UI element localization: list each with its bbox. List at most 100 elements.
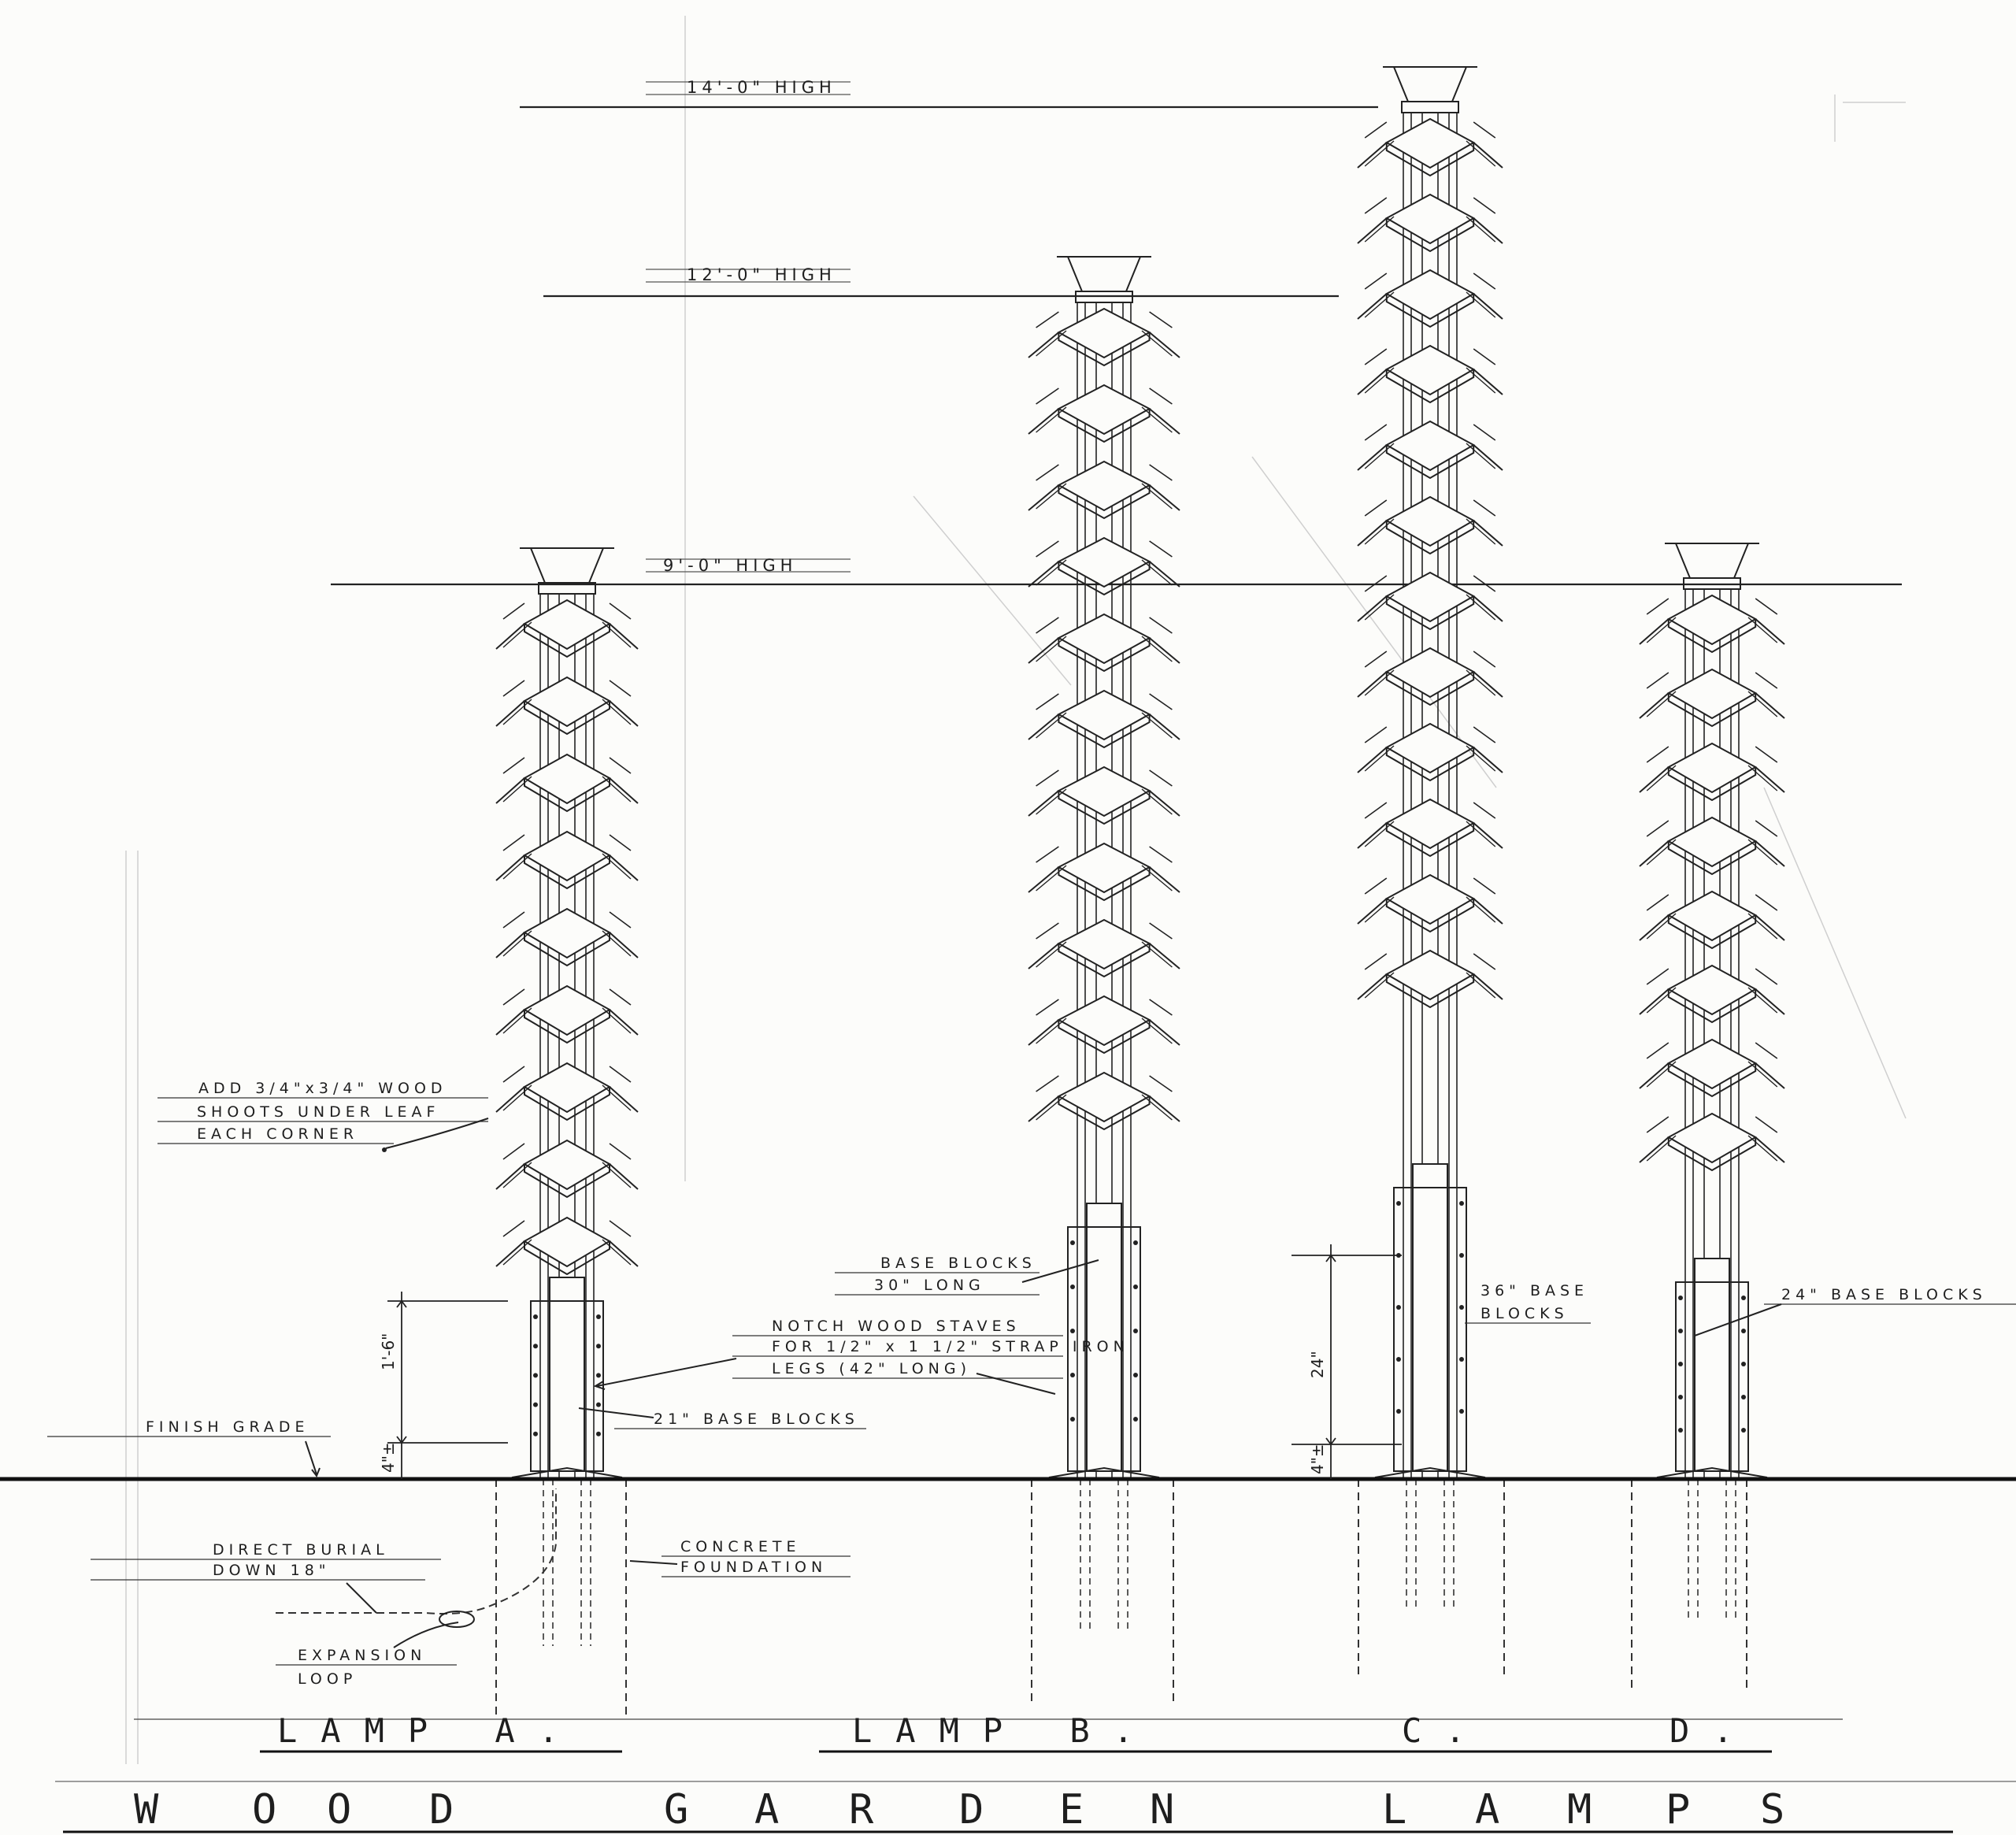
- note-notch-wood-staves: NOTCH WOOD STAVES FOR 1/2" x 1 1/2" STRA…: [593, 1318, 1129, 1395]
- lamp-leaf: [1028, 842, 1180, 902]
- svg-text:L: L: [1382, 1786, 1406, 1833]
- svg-text:R: R: [849, 1786, 874, 1833]
- lamp-leaf: [1028, 307, 1180, 367]
- lamp-base-block: [1374, 1163, 1486, 1478]
- lamp-leaf: [1028, 1071, 1180, 1131]
- lamp-leaf: [495, 753, 639, 813]
- lamp-b-elevation: [1028, 256, 1180, 1701]
- height-label-14ft: 14'-0" HIGH: [687, 78, 836, 97]
- svg-text:P: P: [1666, 1786, 1690, 1833]
- lamp-leaf: [495, 907, 639, 967]
- lamp-leaf: [1028, 995, 1180, 1055]
- lamp-leaf: [1357, 269, 1503, 328]
- svg-text:21" BASE BLOCKS: 21" BASE BLOCKS: [654, 1411, 859, 1428]
- dimension-lamp-a: [387, 1292, 508, 1479]
- lamp-concrete-foundation: [1031, 1479, 1174, 1701]
- svg-text:D: D: [959, 1786, 984, 1833]
- svg-text:LEGS (42" LONG): LEGS (42" LONG): [772, 1360, 971, 1377]
- lamp-concrete-foundation: [1631, 1479, 1747, 1693]
- svg-text:W: W: [134, 1786, 159, 1833]
- sheet-title: W O O D G A R D E N L A M P S: [55, 1781, 2016, 1833]
- lamp-leaf: [1639, 742, 1785, 802]
- lamp-leaf: [1357, 420, 1503, 480]
- lamp-leaf: [1357, 495, 1503, 555]
- lamp-base-block: [1656, 1258, 1768, 1478]
- lamp-leaf: [1357, 873, 1503, 933]
- lamp-cap: [520, 547, 614, 595]
- lamp-titles: LAMP A. LAMP B. C. D.: [134, 1711, 1843, 1753]
- lamp-leaf: [1639, 594, 1785, 654]
- lamp-base-block: [1048, 1203, 1160, 1478]
- svg-text:DIRECT BURIAL: DIRECT BURIAL: [213, 1541, 389, 1559]
- lamp-leaf: [1357, 949, 1503, 1009]
- lamp-leaf: [495, 599, 639, 658]
- svg-text:N: N: [1150, 1786, 1174, 1833]
- lamp-leaf: [1357, 722, 1503, 782]
- lamp-concrete-foundation: [1358, 1479, 1505, 1677]
- lamp-leaf: [1639, 890, 1785, 950]
- svg-text:LOOP: LOOP: [298, 1670, 357, 1688]
- lamp-c-title: C.: [1402, 1711, 1489, 1750]
- svg-text:O: O: [327, 1786, 351, 1833]
- svg-text:DOWN 18": DOWN 18": [213, 1562, 331, 1579]
- height-label-9ft: 9'-0" HIGH: [663, 556, 797, 575]
- lamp-leaf: [1028, 536, 1180, 596]
- lamp-leaf: [1028, 766, 1180, 825]
- lamp-leaf: [1357, 344, 1503, 404]
- lamp-leaf: [1028, 689, 1180, 749]
- construction-lines: [125, 16, 1907, 1764]
- lamp-leaf: [1639, 964, 1785, 1024]
- svg-text:SHOOTS UNDER LEAF: SHOOTS UNDER LEAF: [197, 1103, 439, 1121]
- lamp-leaf: [1357, 117, 1503, 177]
- svg-text:FOR 1/2" x 1 1/2" STRAP IRON: FOR 1/2" x 1 1/2" STRAP IRON: [772, 1338, 1129, 1355]
- lamp-d-elevation: [1631, 543, 1785, 1693]
- svg-text:BLOCKS: BLOCKS: [1480, 1305, 1569, 1322]
- svg-text:NOTCH WOOD STAVES: NOTCH WOOD STAVES: [772, 1318, 1021, 1335]
- svg-text:24" BASE BLOCKS: 24" BASE BLOCKS: [1781, 1286, 1987, 1303]
- lamp-leaf: [1357, 798, 1503, 858]
- lamp-leaf: [495, 984, 639, 1044]
- lamp-leaf: [1639, 1112, 1785, 1172]
- svg-text:S: S: [1760, 1786, 1784, 1833]
- svg-text:A: A: [1475, 1786, 1499, 1833]
- lamp-leaf: [495, 1062, 639, 1121]
- lamp-leaf: [1357, 571, 1503, 631]
- lamp-b-title: LAMP B.: [852, 1711, 1157, 1750]
- note-base-blocks-36: 36" BASE BLOCKS: [1465, 1282, 1591, 1324]
- note-finish-grade: FINISH GRADE: [47, 1418, 331, 1478]
- dimension-c-lower: 4"±: [1308, 1444, 1327, 1474]
- lamp-concrete-foundation: [495, 1479, 627, 1717]
- lamp-cap: [1383, 66, 1477, 113]
- height-label-12ft: 12'-0" HIGH: [687, 265, 836, 284]
- svg-text:EXPANSION: EXPANSION: [298, 1647, 426, 1664]
- lamp-a-title: LAMP A.: [277, 1711, 582, 1750]
- lamp-leaf: [1028, 918, 1180, 978]
- lamp-leaf: [495, 1139, 639, 1199]
- svg-text:ADD 3/4"x3/4" WOOD: ADD 3/4"x3/4" WOOD: [198, 1080, 447, 1097]
- lamp-base-block: [511, 1277, 623, 1478]
- note-expansion-loop: EXPANSION LOOP: [276, 1611, 475, 1688]
- note-base-blocks-24: 24" BASE BLOCKS: [1694, 1286, 2016, 1336]
- lamp-cap: [1665, 543, 1759, 590]
- lamp-leaf: [1357, 193, 1503, 253]
- lamp-leaf: [1639, 1038, 1785, 1098]
- dimension-a-upper: 1'-6": [379, 1333, 398, 1370]
- svg-text:FINISH GRADE: FINISH GRADE: [146, 1418, 309, 1436]
- lamp-d-title: D.: [1670, 1711, 1757, 1750]
- svg-text:FOUNDATION: FOUNDATION: [680, 1559, 827, 1576]
- dimension-lamp-c: [1292, 1244, 1402, 1479]
- note-wood-shoots: ADD 3/4"x3/4" WOOD SHOOTS UNDER LEAF EAC…: [158, 1080, 489, 1152]
- lamp-leaf: [1639, 816, 1785, 876]
- lamp-leaf: [1028, 384, 1180, 443]
- svg-text:30" LONG: 30" LONG: [874, 1277, 985, 1294]
- note-concrete-foundation: CONCRETE FOUNDATION: [629, 1538, 850, 1577]
- lamp-leaf: [495, 1216, 639, 1276]
- svg-text:A: A: [754, 1786, 779, 1833]
- svg-text:E: E: [1059, 1786, 1084, 1833]
- lamp-a-elevation: [495, 547, 639, 1717]
- svg-text:D: D: [429, 1786, 454, 1833]
- lamp-leaf: [1028, 613, 1180, 673]
- note-base-blocks-30: BASE BLOCKS 30" LONG: [835, 1255, 1099, 1296]
- lamp-leaf: [495, 676, 639, 736]
